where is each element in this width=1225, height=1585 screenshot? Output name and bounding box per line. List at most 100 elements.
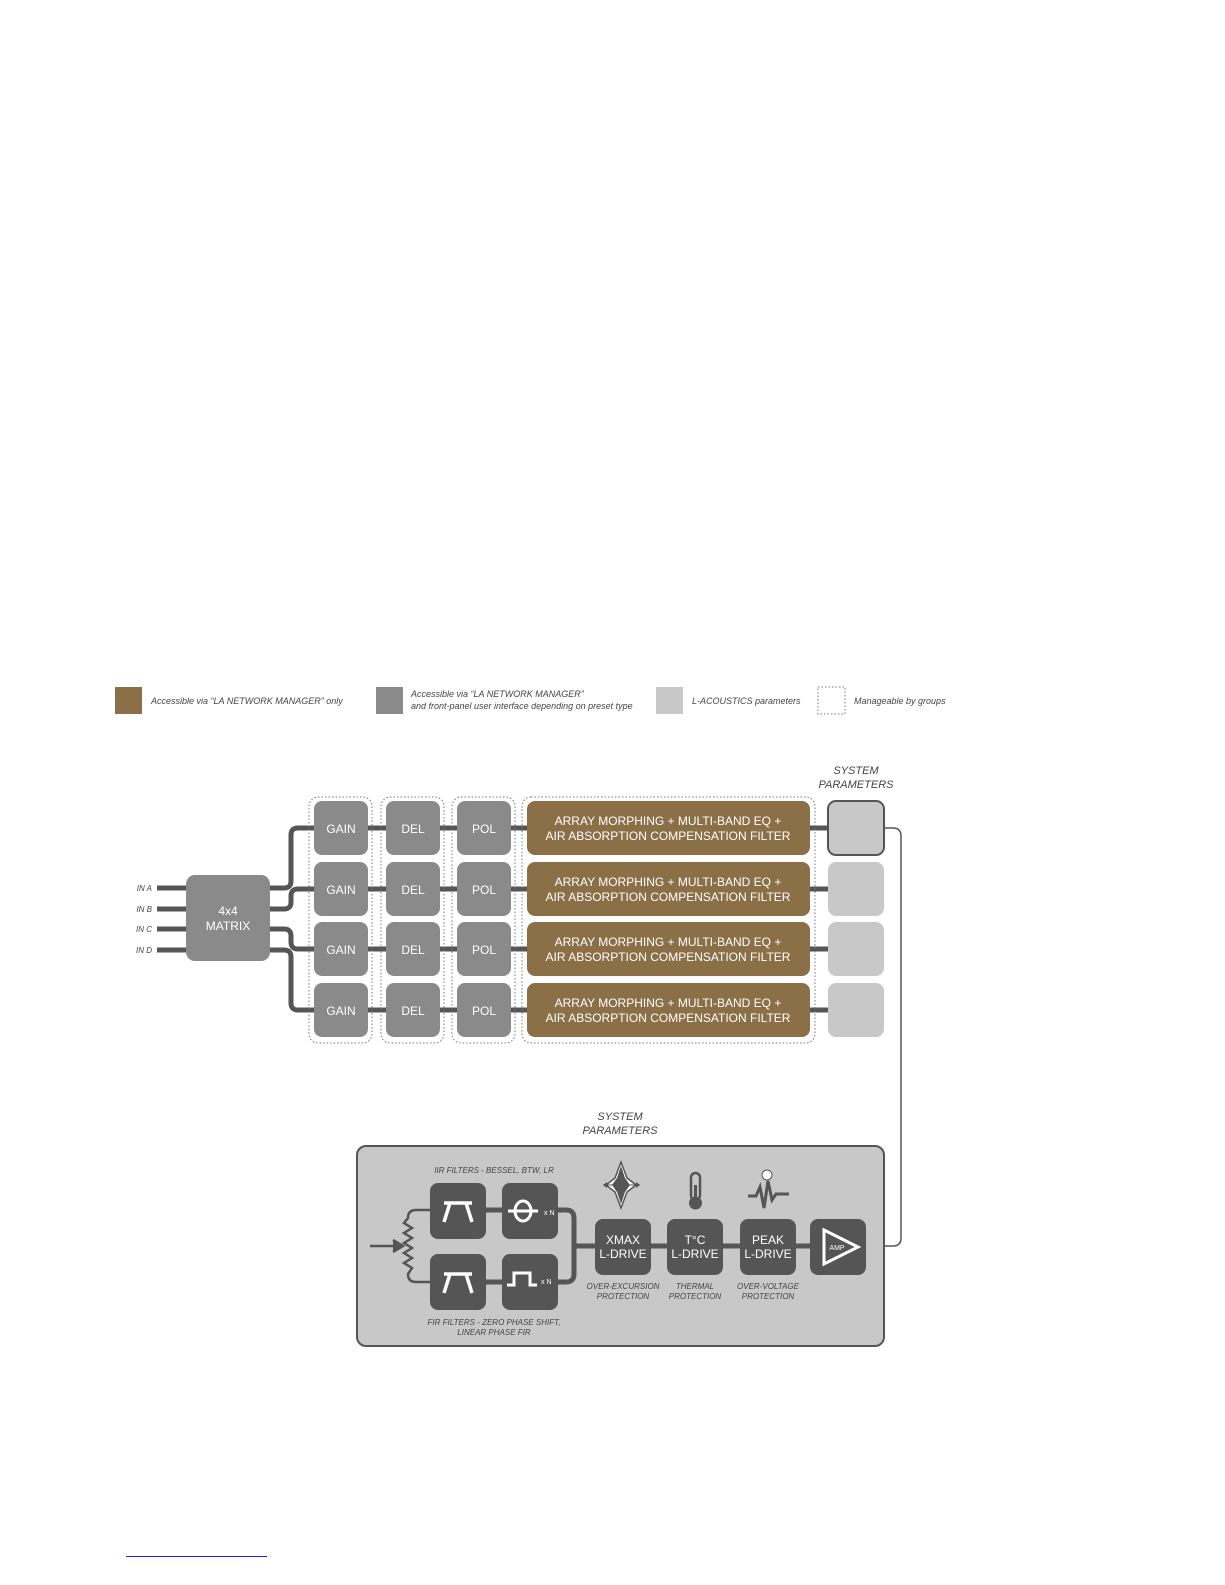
fir-filters-label-line1: FIR FILTERS - ZERO PHASE SHIFT,: [428, 1318, 561, 1327]
lowpass-shape-icon: [442, 1272, 474, 1294]
legend-swatch-gray: [376, 687, 403, 714]
filter-label-line2: AIR ABSORPTION COMPENSATION FILTER: [546, 1011, 791, 1025]
footnote-rule: [126, 1556, 267, 1557]
thermal-caption-line2: PROTECTION: [669, 1292, 722, 1301]
fir-impulse-icon: [507, 1271, 537, 1287]
gain-label: GAIN: [326, 1004, 355, 1018]
gain-block: [314, 983, 368, 1037]
group-outlines: [308, 796, 816, 1044]
gain-block: [314, 801, 368, 855]
gain-label: GAIN: [326, 883, 355, 897]
group-outline-gain: [308, 796, 373, 1044]
filter-label-line2: AIR ABSORPTION COMPENSATION FILTER: [546, 950, 791, 964]
legend-swatch-dotted: [817, 686, 846, 715]
polarity-label: POL: [472, 822, 496, 836]
xmax-title-line2: L-DRIVE: [599, 1247, 646, 1261]
thermal-caption-line1: THERMAL: [676, 1282, 714, 1291]
system-params-bottom-line2: PARAMETERS: [583, 1125, 659, 1137]
gain-block: [314, 922, 368, 976]
fir-filters-label-line2: LINEAR PHASE FIR: [457, 1328, 531, 1337]
system-param-block: [828, 922, 884, 976]
legend-label-manager-frontpanel: Accessible via “LA NETWORK MANAGER”: [410, 689, 585, 699]
fir-multiplier: x N: [541, 1279, 552, 1286]
matrix-label-line1: 4x4: [218, 904, 238, 918]
polarity-block: [457, 922, 511, 976]
iir-filters-label: IIR FILTERS - BESSEL, BTW, LR: [434, 1166, 554, 1175]
legend-label-manager-only: Accessible via “LA NETWORK MANAGER” only: [150, 696, 343, 706]
legend-label-groups: Manageable by groups: [854, 696, 946, 706]
legend-swatch-brown: [115, 687, 142, 714]
amp-label: AMP: [829, 1245, 845, 1252]
iir-filter-block: [430, 1183, 486, 1239]
peak-ldrive-block: [740, 1219, 796, 1275]
peak-caption-line2: PROTECTION: [742, 1292, 795, 1301]
channel-row-3: GAIN DEL POL ARRAY MORPHING + MULTI-BAND…: [314, 922, 884, 976]
system-param-block: [828, 862, 884, 916]
thermal-title-line2: L-DRIVE: [671, 1247, 718, 1261]
system-params-top-line2: PARAMETERS: [819, 779, 895, 791]
allpass-phase-icon: [508, 1199, 538, 1223]
filter-label-line2: AIR ABSORPTION COMPENSATION FILTER: [546, 829, 791, 843]
legend-label-manager-frontpanel-line2: and front-panel user interface depending…: [411, 701, 633, 711]
xmax-caption-line2: PROTECTION: [597, 1292, 650, 1301]
filter-label-line1: ARRAY MORPHING + MULTI-BAND EQ +: [555, 935, 782, 949]
polarity-block: [457, 862, 511, 916]
filter-block: [527, 983, 810, 1037]
channel-row-4: GAIN DEL POL ARRAY MORPHING + MULTI-BAND…: [314, 983, 884, 1037]
iir-multiplier: x N: [544, 1210, 555, 1217]
delay-block: [386, 983, 440, 1037]
xmax-title-line1: XMAX: [606, 1233, 640, 1247]
polarity-block: [457, 801, 511, 855]
wiring: [157, 825, 828, 1013]
thermometer-icon: [689, 1171, 702, 1210]
delay-block: [386, 862, 440, 916]
amplifier-triangle-icon: [822, 1227, 862, 1267]
delay-label: DEL: [401, 822, 425, 836]
polarity-label: POL: [472, 943, 496, 957]
matrix-label-line2: MATRIX: [206, 919, 250, 933]
peak-waveform-icon: [748, 1169, 789, 1209]
legend-label-lacoustics: L-ACOUSTICS parameters: [692, 696, 801, 706]
group-outline-filter: [521, 796, 816, 1044]
filter-label-line1: ARRAY MORPHING + MULTI-BAND EQ +: [555, 814, 782, 828]
input-label-c: IN C: [136, 925, 152, 934]
splitter-icon: [370, 1208, 430, 1284]
polarity-label: POL: [472, 1004, 496, 1018]
channel-row-2: GAIN DEL POL ARRAY MORPHING + MULTI-BAND…: [314, 862, 884, 916]
filter-label-line1: ARRAY MORPHING + MULTI-BAND EQ +: [555, 875, 782, 889]
group-outline-delay: [380, 796, 445, 1044]
gain-block: [314, 862, 368, 916]
filter-block: [527, 862, 810, 916]
filter-block: [527, 922, 810, 976]
peak-caption-line1: OVER-VOLTAGE: [737, 1282, 800, 1291]
filter-block: [527, 801, 810, 855]
delay-label: DEL: [401, 1004, 425, 1018]
legend-swatch-light: [656, 687, 683, 714]
group-outline-polarity: [451, 796, 516, 1044]
delay-label: DEL: [401, 883, 425, 897]
input-labels: IN A IN B IN C IN D: [136, 884, 153, 955]
panel-wiring: [486, 1207, 810, 1285]
fir-filter-block: [430, 1254, 486, 1310]
gain-label: GAIN: [326, 822, 355, 836]
legend: Accessible via “LA NETWORK MANAGER” only…: [115, 686, 946, 715]
xmax-caption-line1: OVER-EXCURSION: [587, 1282, 660, 1291]
speaker-excursion-icon: [603, 1159, 640, 1211]
filter-label-line1: ARRAY MORPHING + MULTI-BAND EQ +: [555, 996, 782, 1010]
channel-row-1: GAIN DEL POL ARRAY MORPHING + MULTI-BAND…: [314, 800, 885, 856]
input-label-d: IN D: [136, 946, 152, 955]
polarity-label: POL: [472, 883, 496, 897]
gain-label: GAIN: [326, 943, 355, 957]
delay-block: [386, 801, 440, 855]
polarity-block: [457, 983, 511, 1037]
lowpass-shape-icon: [442, 1201, 474, 1223]
system-params-bottom-line1: SYSTEM: [597, 1111, 643, 1123]
input-label-a: IN A: [137, 884, 152, 893]
delay-label: DEL: [401, 943, 425, 957]
delay-block: [386, 922, 440, 976]
system-param-block: [827, 800, 885, 856]
thermal-ldrive-block: [667, 1219, 723, 1275]
peak-title-line2: L-DRIVE: [744, 1247, 791, 1261]
filter-label-line2: AIR ABSORPTION COMPENSATION FILTER: [546, 890, 791, 904]
